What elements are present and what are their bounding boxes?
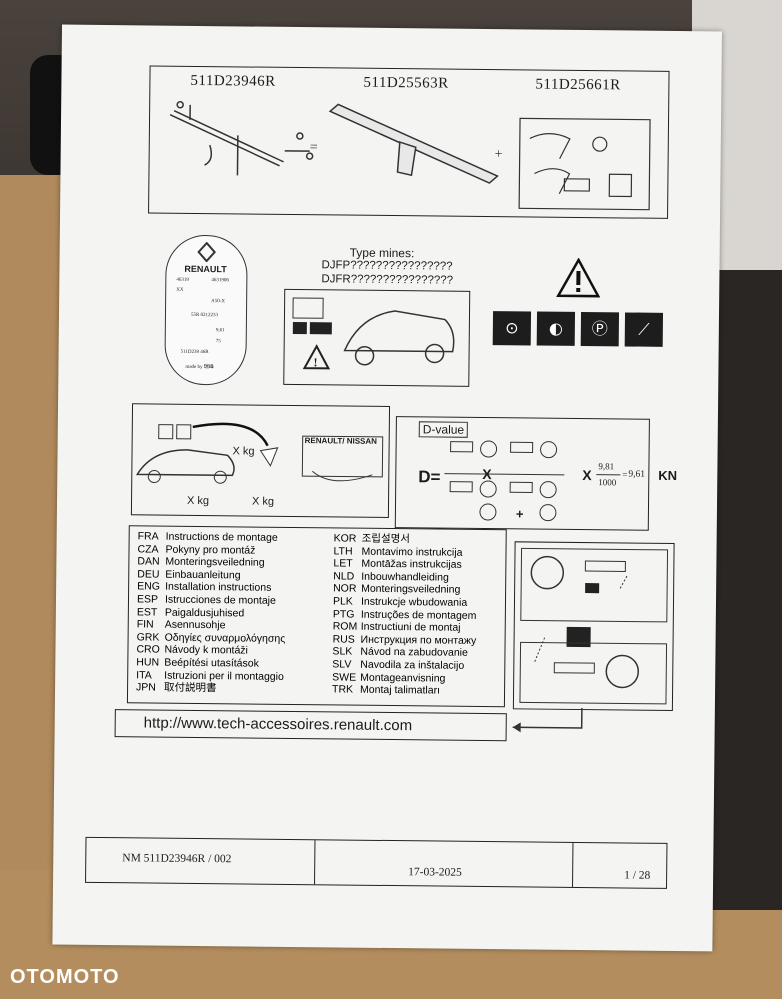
document-number: NM 511D23946R / 002: [122, 852, 232, 866]
equals-sign: =: [310, 140, 318, 155]
plate-row-1: 46319: [176, 277, 189, 283]
gravity-denominator: 1000: [598, 477, 617, 488]
website-link[interactable]: http://www.tech-accessoires.renault.com: [143, 714, 413, 735]
plate-row-4: A50-X: [211, 299, 226, 305]
plus-sign-formula: +: [515, 506, 524, 522]
gravity-numerator: 9,81: [598, 461, 615, 472]
url-arrow-icon: [512, 708, 583, 733]
hitch-load-drawing: [135, 422, 384, 484]
plate-row-6: 9,61: [215, 328, 225, 334]
dashboard-drawing: [519, 547, 669, 705]
svg-text:!: !: [313, 355, 317, 369]
towbar-identification-plate: RENAULT 46319 4631906 XX A50-X 55R 02122…: [164, 234, 248, 386]
footer-divider: [572, 842, 574, 887]
trailer-sensor-icon: ◐: [536, 311, 576, 346]
plate-row-7: 75: [215, 339, 221, 345]
background-shadow: [712, 270, 782, 910]
vehicle-box: !: [283, 288, 471, 387]
url-box: http://www.tech-accessoires.renault.com: [114, 709, 507, 742]
load-label-down: X kg: [186, 494, 210, 508]
page-number: 1 / 28: [624, 869, 651, 882]
equals-result: =: [622, 469, 628, 480]
d-value-label: D-value: [418, 421, 469, 438]
plate-row-3: XX: [176, 287, 184, 293]
otomoto-watermark: OTOMOTO: [10, 966, 120, 988]
instruction-sheet: 511D23946R 511D25563R 511D25661R = +: [52, 24, 722, 952]
load-label-vertical: X kg: [232, 445, 255, 458]
multiply-sign-1: X: [482, 465, 492, 483]
fraction-bar: [596, 474, 621, 476]
hitch-load-diagram: X kg X kg X kg RENAULT/ NISSAN: [130, 403, 391, 518]
lane-assist-icon: ⟋: [624, 312, 664, 347]
formula-drawing: [444, 440, 565, 522]
plate-row-5: 55R 0212233: [190, 312, 219, 319]
type-mines-line-1: DJFP????????????????: [321, 259, 453, 273]
footer-box: NM 511D23946R / 002 17-03-2025 1 / 28: [85, 836, 668, 889]
parking-steering-icon: Ⓟ: [580, 311, 620, 347]
dashboard-diagram: [512, 541, 675, 711]
d-value-unit: KN: [658, 467, 678, 484]
multiply-sign-2: X: [582, 467, 592, 484]
plate-row-2: 4631906: [211, 278, 229, 284]
part-number-1: 511D23946R: [190, 72, 276, 90]
plate-row-8: 511D239 46R: [180, 349, 209, 356]
footer-divider: [314, 840, 316, 885]
d-value-box: D-value D= X + X 9,81 1000 = 9,61 KN: [394, 416, 677, 531]
dealer-sign: RENAULT/ NISSAN: [304, 436, 378, 446]
car-drawing: !: [292, 297, 455, 370]
towbar-exploded-drawing: [169, 101, 314, 176]
d-value-result: 9,61: [628, 469, 646, 480]
plate-brand: RENAULT: [184, 263, 227, 275]
kit-box-drawing: [518, 117, 651, 211]
parts-box: 511D23946R 511D25563R 511D25661R = +: [148, 65, 670, 219]
d-symbol: D=: [418, 467, 441, 487]
warning-icon: [556, 257, 601, 298]
renault-logo-icon: [197, 241, 216, 263]
crossbar-drawing: [328, 103, 499, 184]
plus-sign: +: [495, 147, 503, 162]
plate-row-9: made by 瑞峰: [185, 364, 214, 371]
type-mines-label: Type mines:: [349, 245, 415, 261]
park-sensor-icon: ⊙: [492, 311, 532, 346]
load-label-horizontal: X kg: [251, 495, 275, 508]
part-number-3: 511D25661R: [535, 76, 621, 94]
type-mines-line-2: DJFR????????????????: [321, 273, 454, 287]
document-date: 17-03-2025: [408, 866, 462, 879]
part-number-2: 511D25563R: [363, 74, 449, 92]
parts-illustration: = +: [169, 101, 651, 211]
